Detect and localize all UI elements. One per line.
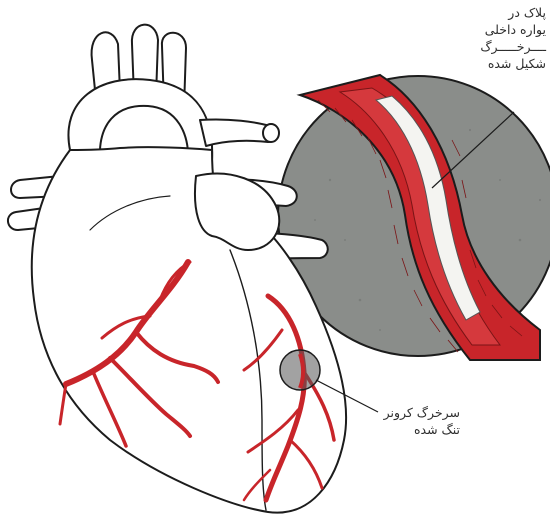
heart	[8, 25, 346, 513]
narrowed-artery-label-line-1: سرخرگ کرونر	[380, 404, 460, 421]
plaque-label-line-3: ــــرخـــــرگ	[450, 38, 546, 55]
plaque-label-line-4: شکیل شده	[450, 55, 546, 72]
plaque-label-line-2: یواره داخلی	[450, 21, 546, 38]
coronary-branch-4	[60, 384, 66, 424]
narrowed-artery-label-line-2: تنگ شده	[380, 421, 460, 438]
narrowed-artery-label: سرخرگ کرونر تنگ شده	[380, 404, 460, 438]
plaque-label-line-1: پلاک در	[450, 4, 546, 21]
plaque-label: پلاک در یواره داخلی ــــرخـــــرگ شکیل ش…	[450, 4, 546, 72]
pulmonary-branch-upper-end	[263, 124, 279, 142]
